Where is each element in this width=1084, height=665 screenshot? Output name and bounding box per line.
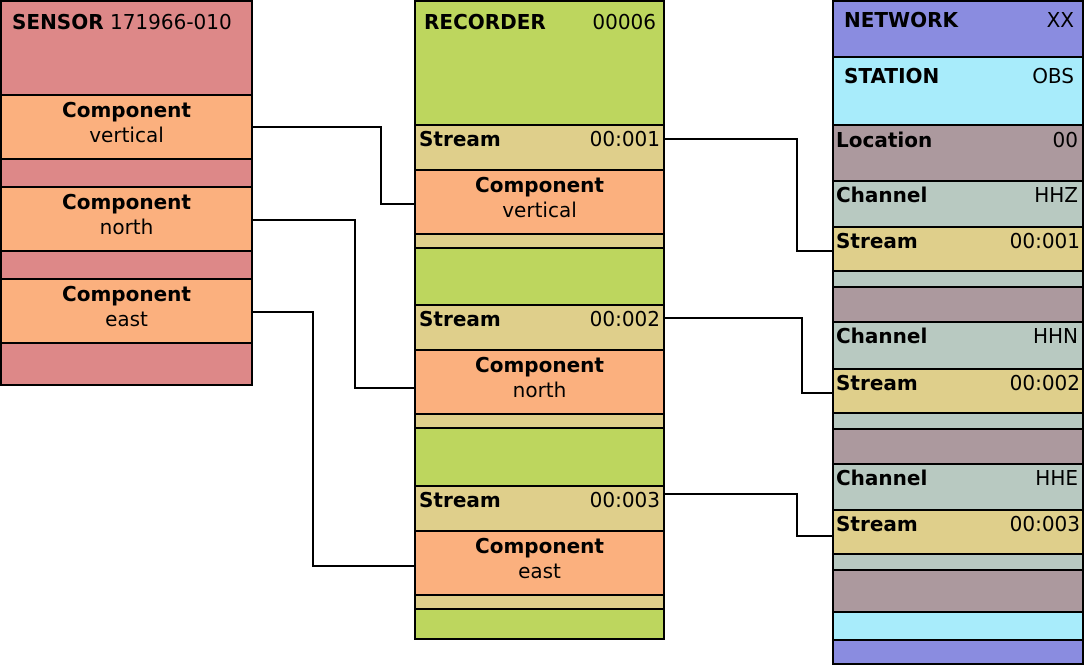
stream-code: 00:003 xyxy=(589,488,660,512)
station-title: STATION xyxy=(844,64,940,88)
connector-sensor-vertical-to-recorder xyxy=(252,126,415,205)
sensor-id: 171966-010 xyxy=(109,10,232,34)
station-code: OBS xyxy=(1032,64,1074,88)
stream-label: Stream xyxy=(419,307,501,331)
component-name: north xyxy=(512,378,567,402)
network-title: NETWORK xyxy=(844,8,959,32)
recorder-component-vertical: Component vertical xyxy=(414,169,665,235)
channel-code: HHE xyxy=(1035,466,1078,490)
connector-sensor-east-to-recorder xyxy=(252,311,415,567)
recorder-id: 00006 xyxy=(592,10,656,34)
component-name: vertical xyxy=(502,198,577,222)
channel-stream-001 xyxy=(832,226,1084,272)
component-name: east xyxy=(105,307,148,331)
component-label: Component xyxy=(475,173,604,197)
component-name: north xyxy=(99,215,154,239)
component-name: east xyxy=(518,559,561,583)
component-label: Component xyxy=(62,98,191,122)
stream-label: Stream xyxy=(836,229,918,253)
channel-stream-002 xyxy=(832,368,1084,414)
channel-code: HHZ xyxy=(1034,183,1078,207)
component-label: Component xyxy=(475,534,604,558)
recorder-title: RECORDER xyxy=(424,10,546,34)
channel-label: Channel xyxy=(836,324,928,348)
location-code: 00 xyxy=(1052,128,1078,152)
recorder-component-east: Component east xyxy=(414,530,665,596)
network-code: XX xyxy=(1046,8,1074,32)
stream-label: Stream xyxy=(419,127,501,151)
channel-label: Channel xyxy=(836,466,928,490)
stream-code: 00:001 xyxy=(1009,229,1080,253)
stream-code: 00:002 xyxy=(1009,371,1080,395)
connector-sensor-north-to-recorder xyxy=(252,219,415,389)
sensor-header: SENSOR 171966-010 xyxy=(12,11,232,33)
stream-label: Stream xyxy=(836,512,918,536)
recorder-component-north: Component north xyxy=(414,349,665,415)
sensor-title: SENSOR xyxy=(12,10,104,34)
stream-label: Stream xyxy=(419,488,501,512)
location-label: Location xyxy=(836,128,933,152)
connector-stream-003-to-network xyxy=(663,493,833,537)
stream-code: 00:001 xyxy=(589,127,660,151)
component-label: Component xyxy=(475,353,604,377)
connector-stream-002-to-network xyxy=(663,317,833,394)
sensor-component-east: Component east xyxy=(0,278,253,344)
channel-label: Channel xyxy=(836,183,928,207)
stream-code: 00:002 xyxy=(589,307,660,331)
component-name: vertical xyxy=(89,123,164,147)
sensor-component-north: Component north xyxy=(0,186,253,252)
stream-code: 00:003 xyxy=(1009,512,1080,536)
channel-stream-003 xyxy=(832,509,1084,555)
component-label: Component xyxy=(62,282,191,306)
channel-code: HHN xyxy=(1032,324,1078,348)
sensor-component-vertical: Component vertical xyxy=(0,94,253,160)
stream-label: Stream xyxy=(836,371,918,395)
component-label: Component xyxy=(62,190,191,214)
connector-stream-001-to-network xyxy=(663,138,833,252)
